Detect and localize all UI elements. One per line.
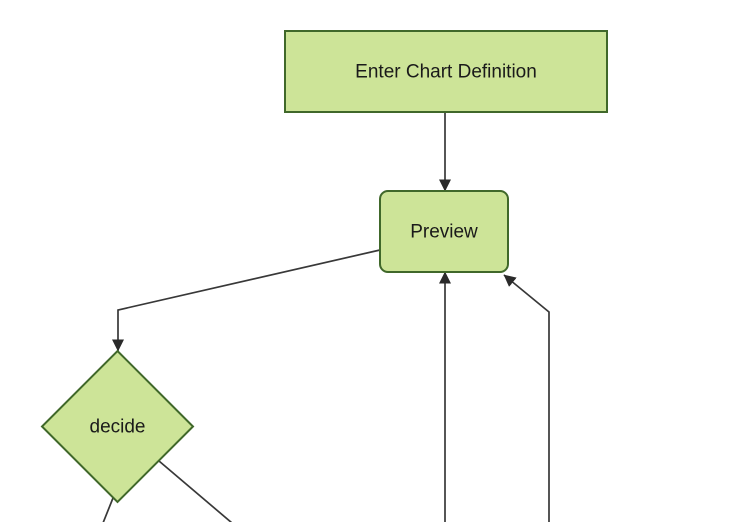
edge-decide-offscreen-left — [102, 497, 114, 522]
edge-preview-to-decide — [112, 249, 381, 352]
edge-bottom-right-to-preview — [503, 274, 550, 522]
edge-decide-offscreen-right — [158, 460, 233, 522]
node-preview-label: Preview — [410, 222, 478, 243]
node-decide-label: decide — [90, 417, 146, 438]
node-decide — [40, 349, 195, 504]
node-enter-chart-definition-label: Enter Chart Definition — [355, 62, 537, 83]
node-enter-chart-definition — [284, 30, 608, 113]
node-preview — [379, 190, 509, 273]
node-group: Enter Chart Definition Preview decide — [40, 30, 608, 504]
edge-group — [102, 112, 550, 522]
